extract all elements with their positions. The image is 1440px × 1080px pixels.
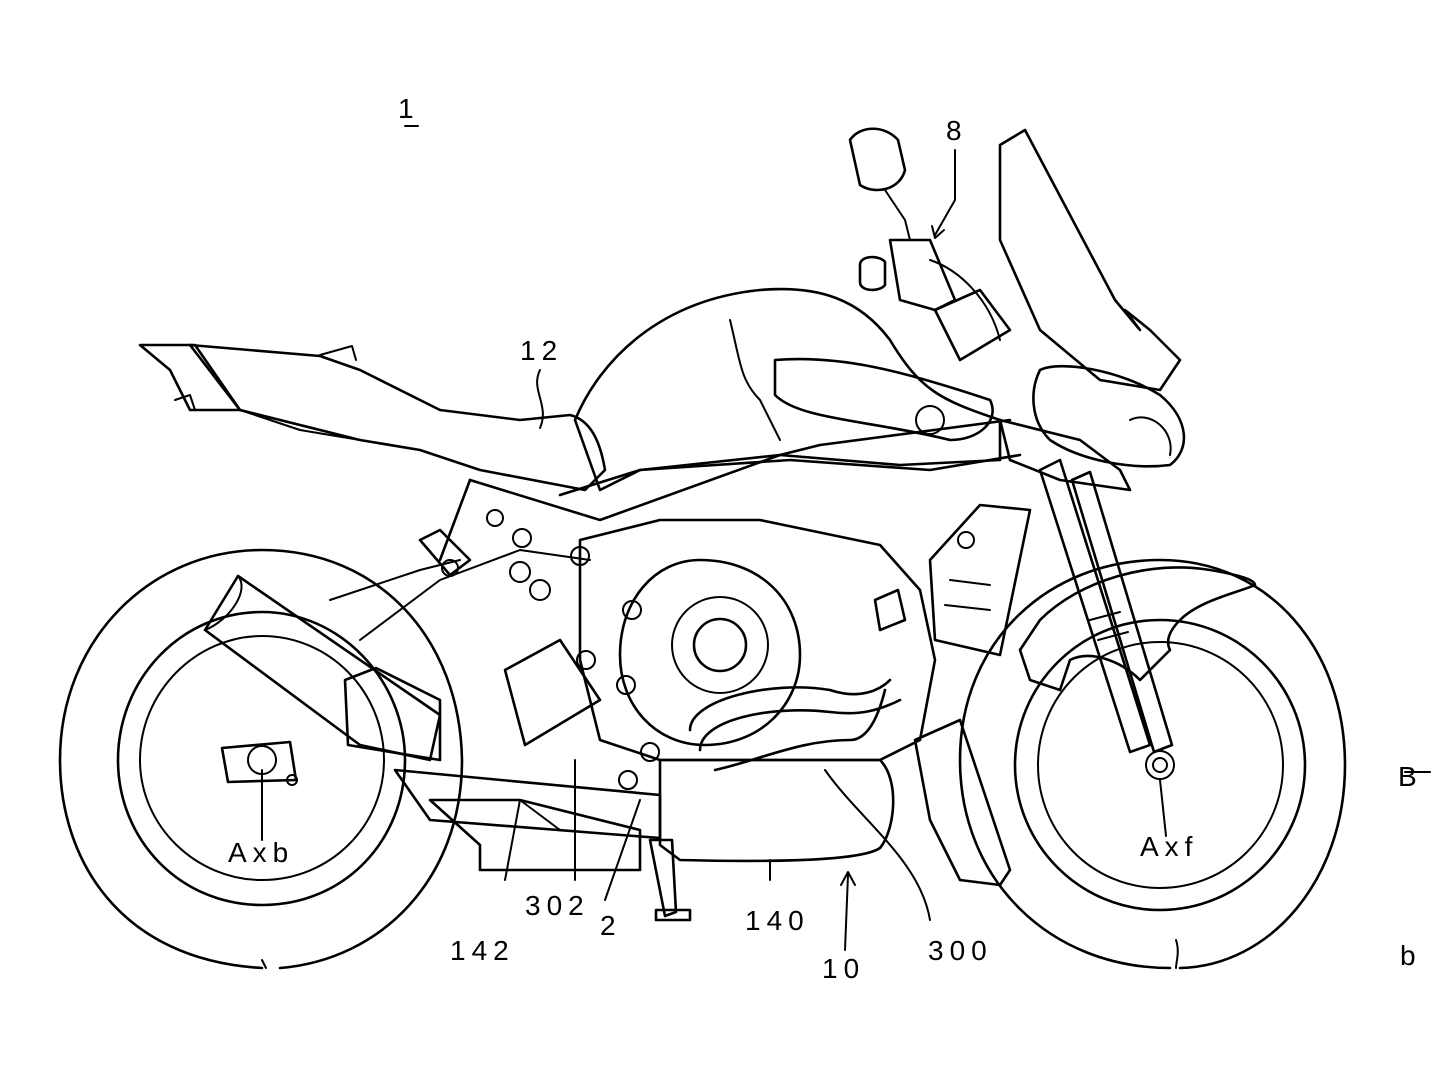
label-bracket: 300 bbox=[928, 935, 993, 966]
label-handlebar: 8 bbox=[946, 115, 968, 146]
seat bbox=[138, 343, 607, 492]
label-lower-cover-rear: 142 bbox=[450, 935, 515, 966]
rear-wheel bbox=[58, 548, 464, 970]
label-edge-b-upper: B bbox=[1398, 761, 1423, 792]
exhaust-muffler bbox=[203, 574, 442, 762]
label-vehicle: 10 bbox=[822, 953, 865, 984]
label-seat: 12 bbox=[520, 335, 563, 366]
exhaust-headers bbox=[688, 588, 907, 772]
front-fork bbox=[1038, 458, 1174, 754]
engine bbox=[570, 518, 937, 790]
front-fender bbox=[1018, 566, 1257, 692]
front-wheel bbox=[958, 558, 1347, 970]
label-rear-axle: Axb bbox=[228, 837, 294, 868]
oil-cooler bbox=[913, 718, 1012, 887]
headlight bbox=[998, 128, 1186, 492]
footpeg bbox=[418, 509, 602, 747]
label-lower-cover: 140 bbox=[745, 905, 810, 936]
leader-lines bbox=[404, 125, 1431, 951]
fuel-tank bbox=[573, 287, 1002, 492]
lower-cover bbox=[658, 758, 895, 863]
radiator bbox=[928, 503, 1032, 657]
label-figure-ref: 1 bbox=[398, 93, 420, 124]
label-side-part: 302 bbox=[525, 890, 590, 921]
label-edge-b-lower: b bbox=[1400, 940, 1422, 971]
side-stand bbox=[648, 838, 692, 922]
label-front-axle: Axf bbox=[1140, 831, 1198, 862]
handlebar bbox=[848, 127, 1012, 362]
frame bbox=[329, 418, 1022, 641]
label-engine: 2 bbox=[600, 910, 622, 941]
